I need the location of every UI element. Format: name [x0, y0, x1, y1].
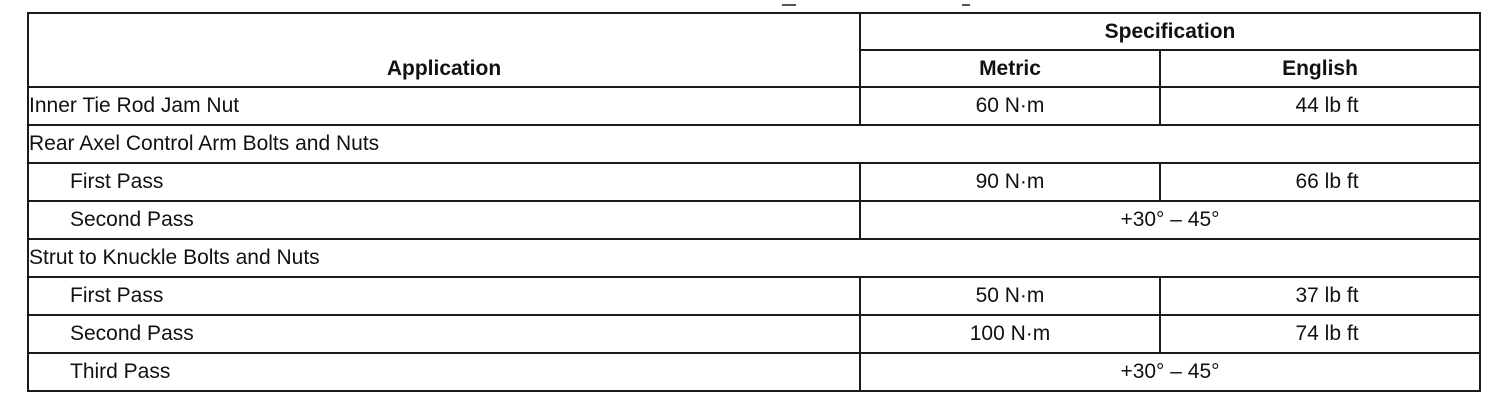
application-cell: First Pass: [27, 276, 861, 316]
metric-header: Metric: [859, 49, 1161, 88]
english-cell: 37 lb ft: [1158, 276, 1482, 316]
torque-spec-table: Application Specification Metric English…: [26, 12, 1482, 392]
specification-header: Specification: [858, 12, 1482, 51]
application-cell: Inner Tie Rod Jam Nut: [27, 86, 861, 126]
application-cell: Third Pass: [27, 352, 861, 392]
metric-cell: 60 N·m: [859, 86, 1161, 126]
table-row: Third Pass +30° – 45°: [27, 352, 1482, 392]
application-cell: Second Pass: [27, 314, 861, 354]
subheader-row: Metric English: [28, 49, 1482, 88]
english-cell: 74 lb ft: [1158, 314, 1482, 354]
metric-cell: 100 N·m: [859, 314, 1161, 354]
english-cell: 66 lb ft: [1158, 162, 1482, 202]
table-row: Second Pass +30° – 45°: [27, 200, 1482, 240]
group-heading-cell: Rear Axel Control Arm Bolts and Nuts: [26, 124, 1482, 164]
angle-spec-cell: +30° – 45°: [858, 352, 1482, 392]
group-row: Strut to Knuckle Bolts and Nuts: [26, 238, 1482, 278]
metric-cell: 90 N·m: [859, 162, 1161, 202]
scan-mark: [962, 4, 970, 6]
header-row: Application Specification: [27, 12, 1482, 88]
angle-spec-cell: +30° – 45°: [858, 200, 1482, 240]
group-row: Rear Axel Control Arm Bolts and Nuts: [26, 124, 1482, 164]
table-row: First Pass 90 N·m 66 lb ft: [27, 162, 1482, 202]
table-row: Second Pass 100 N·m 74 lb ft: [27, 314, 1482, 354]
application-cell: First Pass: [27, 162, 861, 202]
english-header: English: [1158, 49, 1482, 88]
table-row: First Pass 50 N·m 37 lb ft: [27, 276, 1482, 316]
metric-cell: 50 N·m: [859, 276, 1161, 316]
english-cell: 44 lb ft: [1158, 86, 1482, 126]
application-cell: Second Pass: [27, 200, 861, 240]
application-header: Application: [27, 12, 861, 88]
group-heading-cell: Strut to Knuckle Bolts and Nuts: [26, 238, 1482, 278]
table-row: Inner Tie Rod Jam Nut 60 N·m 44 lb ft: [27, 86, 1482, 126]
scan-mark: [782, 4, 796, 6]
